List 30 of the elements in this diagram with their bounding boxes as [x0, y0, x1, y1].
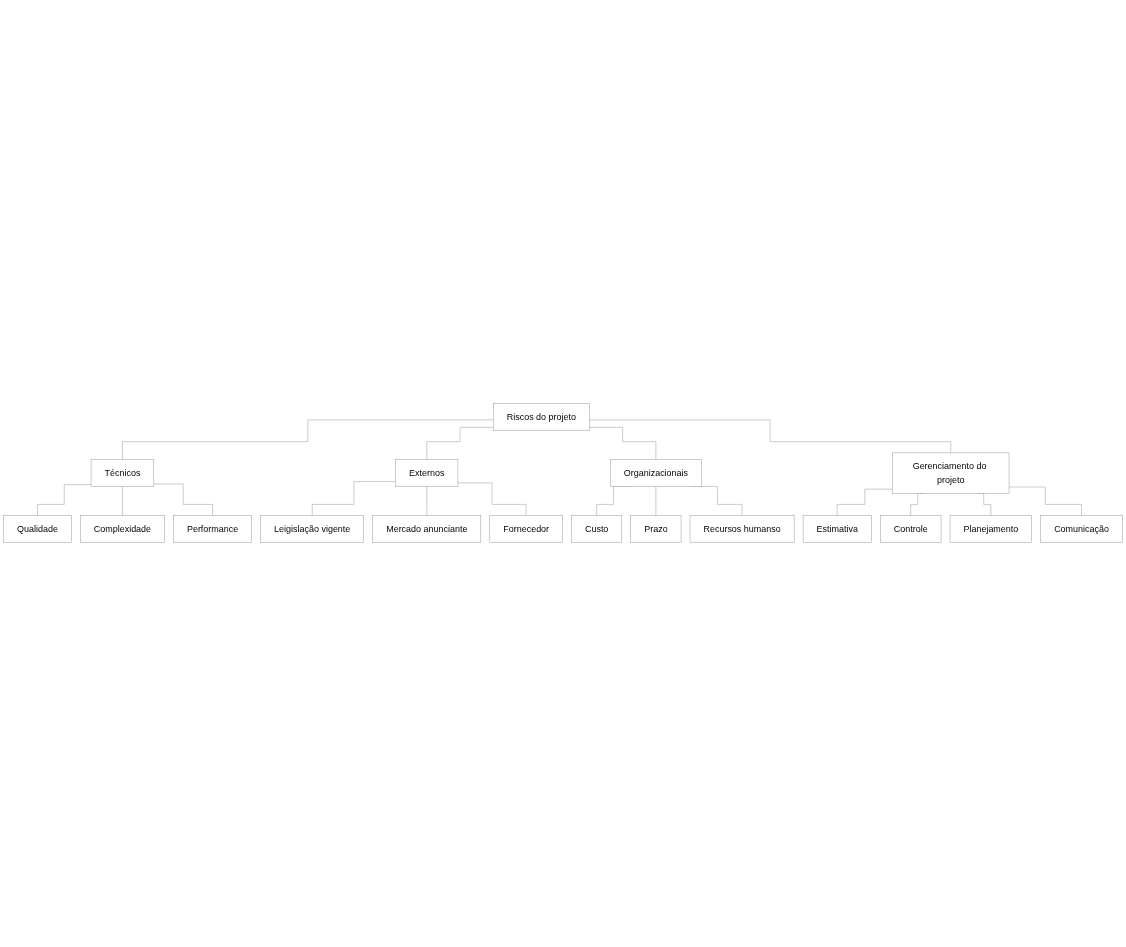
- node-box: Qualidade: [3, 515, 72, 544]
- connector: [312, 481, 396, 517]
- connector: [426, 427, 494, 461]
- node-box: Comunicação: [1040, 515, 1123, 544]
- node-box: Leigislação vigente: [260, 515, 364, 544]
- node-box: Custo: [571, 515, 623, 544]
- connector: [122, 420, 494, 461]
- connector: [153, 484, 213, 517]
- node-box: Mercado anunciante: [372, 515, 482, 544]
- node-box: Técnicos: [90, 459, 155, 488]
- node-box: Recursos humanso: [689, 515, 795, 544]
- node-box: Planejamento: [949, 515, 1032, 544]
- node-box: Organizacionais: [610, 459, 702, 488]
- connector: [837, 489, 893, 517]
- node-box: Externos: [395, 459, 459, 488]
- connector: [37, 484, 92, 517]
- node-box: Fornecedor: [489, 515, 563, 544]
- connector: [589, 427, 657, 461]
- connector: [122, 486, 123, 517]
- connector: [1008, 487, 1082, 517]
- node-box: Gerenciamento do projeto: [892, 453, 1010, 494]
- connector: [457, 483, 527, 517]
- node-box: Performance: [173, 515, 252, 544]
- node-box: Estimativa: [802, 515, 872, 544]
- connector: [589, 420, 951, 454]
- node-box: Prazo: [630, 515, 682, 544]
- node-box: Controle: [880, 515, 942, 544]
- connector: [426, 486, 427, 517]
- node-box: Riscos do projeto: [493, 403, 590, 432]
- node-box: Complexidade: [80, 515, 165, 544]
